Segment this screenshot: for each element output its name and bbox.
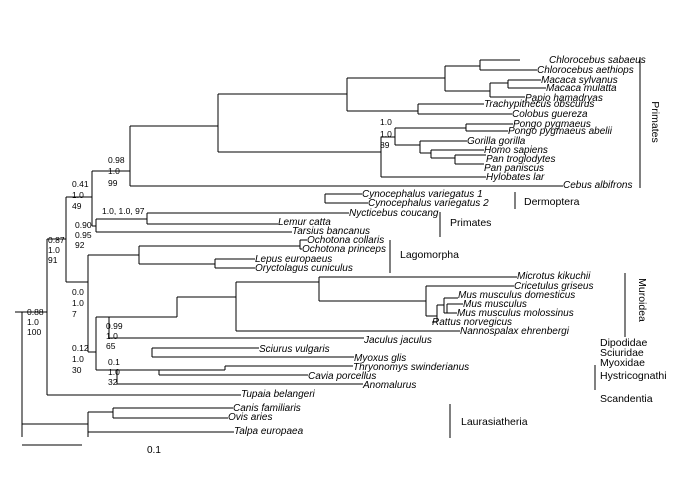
tip-label: Gorilla gorilla [467, 136, 526, 147]
clade-bars [389, 57, 641, 438]
support-value: 0.12 [72, 343, 89, 353]
tip-label: Tupaia belangeri [241, 389, 316, 400]
support-value: 49 [72, 201, 82, 211]
support-value: 0.0 [72, 287, 84, 297]
tip-label: Ochotona collaris [307, 235, 384, 246]
clade-label-sciuridae: Sciuridae [600, 347, 644, 359]
tip-label: Microtus kikuchii [517, 271, 591, 282]
tip-labels: Chlorocebus sabaeus Chlorocebus aethiops… [228, 55, 646, 437]
tip-label: Mus musculus [463, 299, 527, 310]
clade-label-hystricognathi: Hystricognathi [600, 370, 667, 382]
scale-bar-label: 0.1 [147, 445, 161, 456]
tip-label: Macaca mulatta [546, 83, 617, 94]
tip-label: Macaca sylvanus [541, 75, 618, 86]
support-value: 30 [72, 365, 82, 375]
support-value: 92 [75, 240, 85, 250]
support-value: 0.98 [108, 155, 125, 165]
clade-label-scandentia: Scandentia [600, 393, 653, 405]
support-value: 1.0 [72, 190, 84, 200]
clade-label-lagomorpha: Lagomorpha [400, 249, 459, 261]
tip-label: Cricetulus griseus [514, 281, 593, 292]
tip-label: Homo sapiens [484, 145, 548, 156]
tip-label: Oryctolagus cuniculus [255, 263, 353, 274]
support-value: 0.95 [75, 230, 92, 240]
support-value: 1.0 [380, 117, 392, 127]
clade-label-dipodidae: Dipodidae [600, 337, 647, 349]
tip-label: Pan paniscus [484, 163, 544, 174]
tip-label: Myoxus glis [354, 353, 406, 364]
support-value: 100 [27, 327, 41, 337]
support-value: 32 [108, 377, 118, 387]
tree-branches [15, 59, 563, 437]
tip-label: Nycticebus coucang [349, 208, 439, 219]
support-values: 1.0 1.0 89 0.98 1.0 99 0.41 1.0 49 1.0, … [27, 117, 392, 387]
support-value: 0.1 [108, 357, 120, 367]
tip-label: Trachypithecus obscurus [484, 99, 594, 110]
tip-label: Cynocephalus variegatus 2 [368, 198, 489, 209]
tip-label: Cavia porcellus [308, 371, 376, 382]
support-value: 1.0 [72, 354, 84, 364]
clade-label-muroidea: Muroidea [636, 278, 648, 322]
tip-label: Pongo pygmaeus abelii [508, 126, 613, 137]
tip-label: Hylobates lar [486, 172, 545, 183]
clade-label-dermoptera: Dermoptera [524, 196, 580, 208]
support-value: 1.0 [108, 166, 120, 176]
tip-label: Mus musculus domesticus [458, 290, 575, 301]
tip-label: Chlorocebus sabaeus [549, 55, 646, 66]
tip-label: Chlorocebus aethiops [537, 65, 634, 76]
tip-label: Thryonomys swinderianus [353, 362, 469, 373]
tip-label: Papio hamadryas [525, 93, 603, 104]
tip-label: Lepus europaeus [255, 254, 332, 265]
support-value: 65 [106, 341, 116, 351]
support-value: 89 [380, 140, 390, 150]
tip-label: Jaculus jaculus [363, 335, 432, 346]
support-value: 1.0 [27, 317, 39, 327]
tip-label: Mus musculus molossinus [457, 308, 574, 319]
support-value: 0.90 [75, 220, 92, 230]
support-value: 7 [72, 309, 77, 319]
tip-label: Lemur catta [278, 217, 331, 228]
support-value: 1.0 [108, 367, 120, 377]
tip-label: Canis familiaris [233, 403, 301, 414]
support-value: 0.87 [48, 235, 65, 245]
tip-label: Ovis aries [228, 412, 272, 423]
support-value: 0.99 [106, 321, 123, 331]
tip-label: Colobus guereza [512, 109, 588, 120]
tip-label: Tarsius bancanus [292, 226, 370, 237]
clade-label-primates: Primates [649, 101, 661, 142]
support-value: 99 [108, 178, 118, 188]
support-value: 1.0 [106, 331, 118, 341]
clade-label-primates-strepsirrhini: Primates [450, 217, 491, 229]
tip-label: Rattus norvegicus [432, 317, 512, 328]
tip-label: Cebus albifrons [563, 180, 632, 191]
support-value: 0.41 [72, 179, 89, 189]
tip-label: Ochotona princeps [302, 244, 386, 255]
tip-label: Pongo pygmaeus [513, 119, 591, 130]
tip-label: Pan troglodytes [486, 154, 556, 165]
clade-labels: Primates Dermoptera Primates Lagomorpha … [400, 101, 667, 428]
support-value: 0.88 [27, 307, 44, 317]
support-value: 1.0, 1.0, 97 [102, 206, 145, 216]
tip-label: Cynocephalus variegatus 1 [362, 189, 483, 200]
tip-label: Sciurus vulgaris [259, 344, 330, 355]
support-value: 91 [48, 255, 58, 265]
clade-label-laurasiatheria: Laurasiatheria [461, 416, 528, 428]
support-value: 1.0 [48, 245, 60, 255]
tip-label: Nannospalax ehrenbergi [460, 326, 570, 337]
tip-label: Anomalurus [362, 380, 416, 391]
tip-label: Talpa europaea [234, 426, 304, 437]
scale-bar: 0.1 [22, 444, 161, 456]
support-value: 1.0 [380, 129, 392, 139]
clade-label-myoxidae: Myoxidae [600, 357, 645, 369]
support-value: 1.0 [72, 298, 84, 308]
